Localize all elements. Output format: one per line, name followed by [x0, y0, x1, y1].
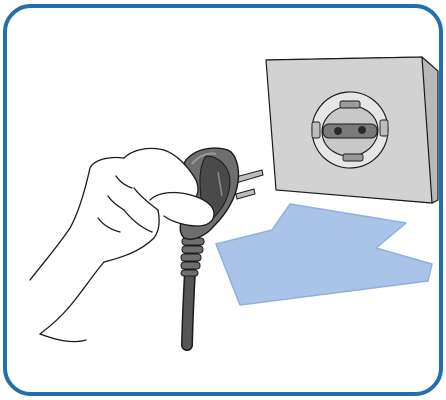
- wall-socket-icon: [266, 57, 438, 203]
